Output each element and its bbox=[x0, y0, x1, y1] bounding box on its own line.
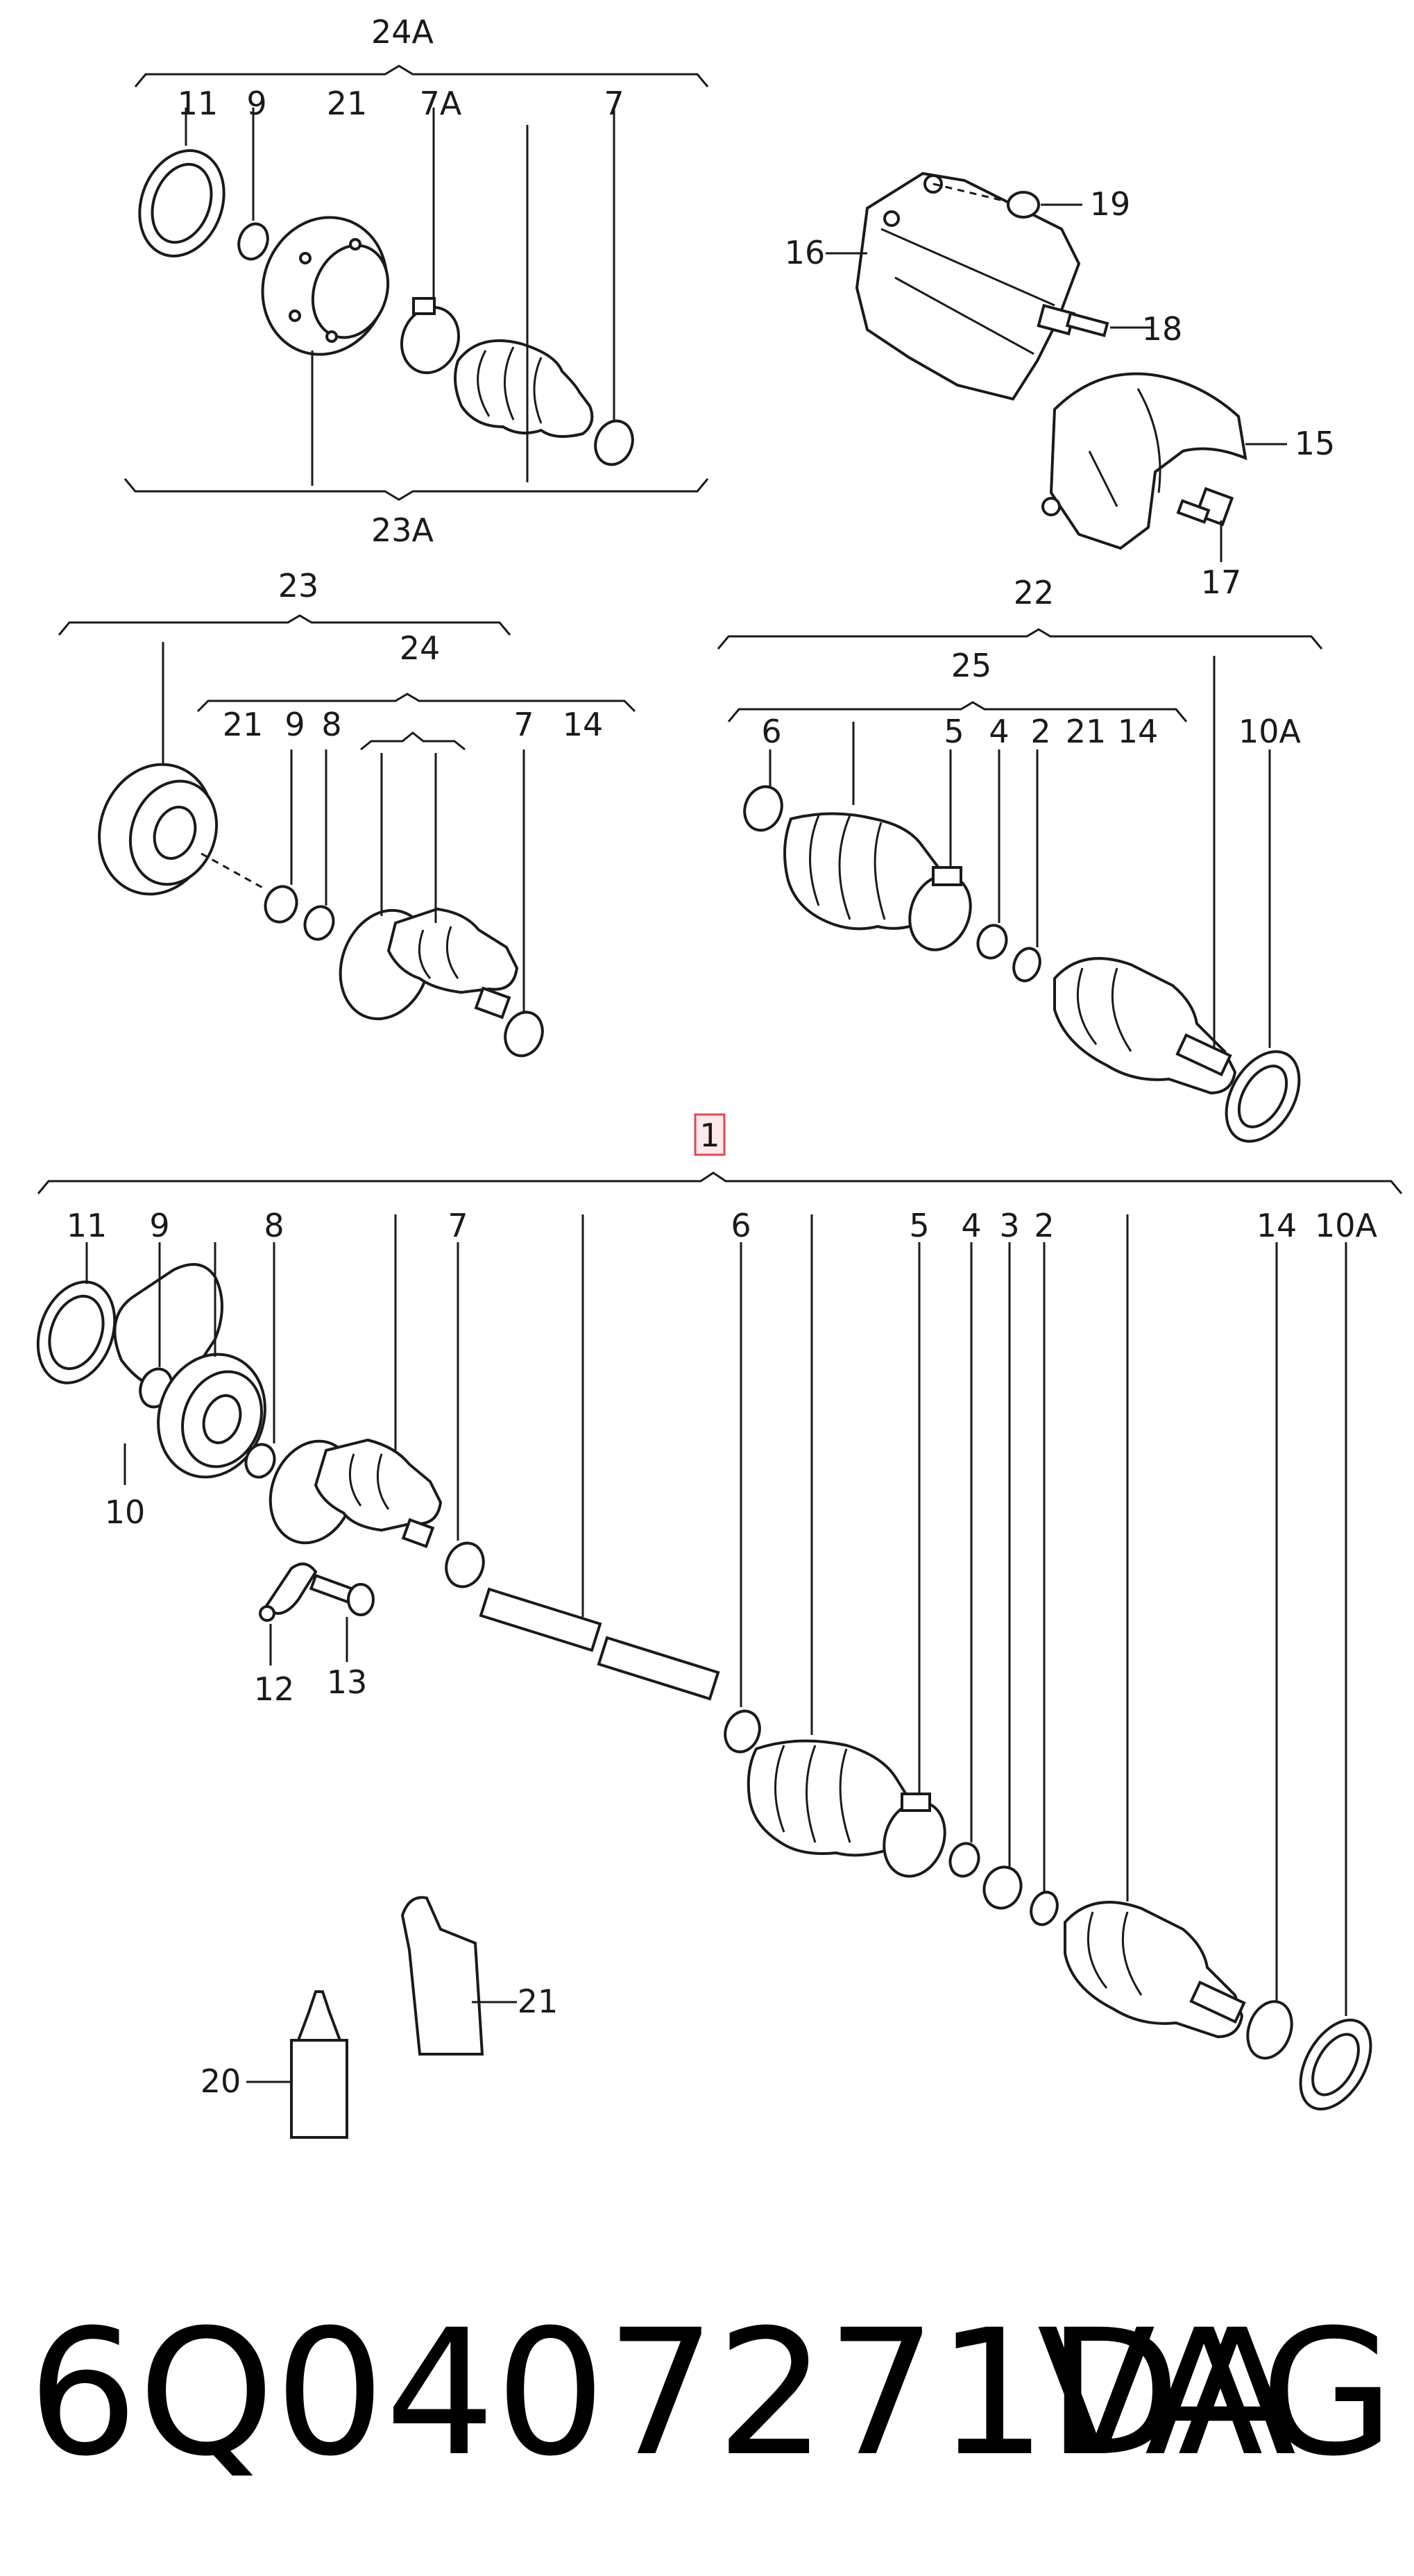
label-bottom-4: 4 bbox=[961, 1207, 981, 1244]
label-bottom-7: 7 bbox=[448, 1207, 468, 1244]
label-mid-14: 14 bbox=[563, 706, 604, 743]
part-9-circlip bbox=[237, 108, 269, 261]
group-24A-23A: 24A 23A 11 9 21 7A 7 bbox=[123, 13, 709, 549]
part-boot bbox=[454, 125, 594, 482]
label-bottom-6: 6 bbox=[731, 1207, 751, 1244]
label-24A: 24A bbox=[371, 13, 434, 51]
part-boot-joint-bottom bbox=[269, 1214, 443, 1548]
label-right-5: 5 bbox=[944, 713, 964, 750]
label-21: 21 bbox=[327, 85, 368, 122]
label-bottom-10: 10 bbox=[105, 1493, 146, 1531]
part-cv-joint-bottom bbox=[157, 1242, 266, 1479]
label-25: 25 bbox=[951, 647, 992, 684]
part-6-clamp-bottom bbox=[724, 1242, 761, 1754]
label-24: 24 bbox=[400, 629, 441, 667]
part-4-ring-right bbox=[976, 749, 1008, 960]
part-13-bolt bbox=[309, 1573, 375, 1662]
part-18-bolt bbox=[1037, 303, 1152, 337]
part-8-ring-bottom bbox=[244, 1242, 276, 1479]
group-23-24: 23 24 21 9 8 7 14 bbox=[58, 567, 636, 1058]
label-bottom-2: 2 bbox=[1034, 1207, 1054, 1244]
label-22: 22 bbox=[1014, 574, 1055, 611]
label-right-4: 4 bbox=[989, 713, 1009, 750]
part-19-nut bbox=[932, 183, 1082, 219]
part-12-bracket bbox=[259, 1562, 318, 1666]
label-18: 18 bbox=[1142, 310, 1183, 348]
label-right-2: 2 bbox=[1030, 713, 1050, 750]
part-15-heat-shield bbox=[1041, 372, 1287, 550]
part-2-circlip-right bbox=[1012, 749, 1041, 983]
label-9: 9 bbox=[246, 85, 266, 122]
part-11-seal-bottom bbox=[36, 1242, 117, 1384]
part-2-circlip-bottom bbox=[1030, 1242, 1059, 1926]
label-23: 23 bbox=[278, 567, 319, 604]
group-heat-shields: 19 16 18 15 17 bbox=[785, 171, 1336, 601]
part-14-ring-bottom bbox=[1246, 1242, 1293, 2060]
label-19: 19 bbox=[1090, 185, 1131, 223]
label-15: 15 bbox=[1295, 425, 1336, 462]
label-11: 11 bbox=[178, 85, 219, 122]
label-right-10A: 10A bbox=[1238, 713, 1302, 750]
part-5-clamp-bottom bbox=[883, 1242, 946, 1878]
part-shaft-bottom bbox=[479, 1214, 720, 1701]
part-5-clamp-right bbox=[908, 749, 972, 951]
part-outer-joint-right bbox=[1053, 656, 1237, 1095]
label-1: 1 bbox=[699, 1117, 719, 1154]
part-8-ring-mid bbox=[303, 749, 335, 941]
label-17: 17 bbox=[1201, 564, 1242, 601]
part-boot-joint-mid bbox=[339, 753, 519, 1021]
part-9-circlip-mid bbox=[264, 749, 298, 924]
part-21-cv-joint bbox=[261, 216, 390, 486]
part-outer-joint-bottom bbox=[1064, 1214, 1246, 2039]
part-7-clamp bbox=[594, 108, 634, 466]
part-17-bolt bbox=[1176, 486, 1234, 562]
label-bottom-11: 11 bbox=[67, 1207, 108, 1244]
label-bottom-5: 5 bbox=[909, 1207, 929, 1244]
label-bottom-20: 20 bbox=[201, 2062, 241, 2100]
brand-name: VAG bbox=[1037, 2292, 1395, 2494]
label-7A: 7A bbox=[420, 85, 462, 122]
part-number: 6Q0407271DA bbox=[28, 2292, 1296, 2494]
label-16: 16 bbox=[785, 234, 826, 271]
part-23-cv-joint bbox=[98, 642, 264, 896]
label-mid-9: 9 bbox=[284, 706, 305, 743]
part-6-clamp-right bbox=[743, 749, 783, 832]
label-23A: 23A bbox=[371, 511, 434, 549]
label-bottom-12: 12 bbox=[254, 1670, 295, 1708]
group-22-25: 22 25 6 5 4 2 21 14 10A bbox=[717, 574, 1323, 1143]
part-10A-seal-right bbox=[1225, 749, 1301, 1143]
label-bottom-14: 14 bbox=[1257, 1207, 1297, 1244]
label-7: 7 bbox=[604, 85, 624, 122]
label-bottom-9: 9 bbox=[149, 1207, 169, 1244]
part-7A-clamp bbox=[400, 108, 461, 375]
label-mid-21: 21 bbox=[223, 706, 264, 743]
label-bottom-13: 13 bbox=[327, 1663, 368, 1701]
part-7-clamp-bottom bbox=[445, 1242, 485, 1588]
part-10A-seal-bottom bbox=[1299, 1242, 1372, 2111]
label-right-21: 21 bbox=[1066, 713, 1107, 750]
part-7-clamp-mid bbox=[504, 749, 544, 1058]
label-right-14: 14 bbox=[1118, 713, 1159, 750]
part-boot-bottom bbox=[747, 1214, 916, 1857]
label-mid-7: 7 bbox=[513, 706, 534, 743]
part-boot-right bbox=[783, 722, 948, 931]
label-bottom-21: 21 bbox=[518, 1983, 559, 2020]
label-right-6: 6 bbox=[761, 713, 781, 750]
group-1-drive-shaft: 1 bbox=[36, 1113, 1403, 2139]
label-bottom-10A: 10A bbox=[1315, 1207, 1378, 1244]
part-21-grease-pack bbox=[400, 1896, 517, 2056]
label-bottom-3: 3 bbox=[999, 1207, 1019, 1244]
part-16-heat-shield bbox=[855, 171, 1081, 401]
part-20-sealant-tube bbox=[246, 1990, 348, 2139]
label-bottom-8: 8 bbox=[264, 1207, 284, 1244]
part-4-ring-bottom bbox=[948, 1242, 980, 1878]
part-3-ring-bottom bbox=[982, 1242, 1023, 1910]
label-1-highlight bbox=[694, 1113, 726, 1156]
label-mid-8: 8 bbox=[321, 706, 341, 743]
part-11-seal-ring bbox=[138, 108, 225, 257]
